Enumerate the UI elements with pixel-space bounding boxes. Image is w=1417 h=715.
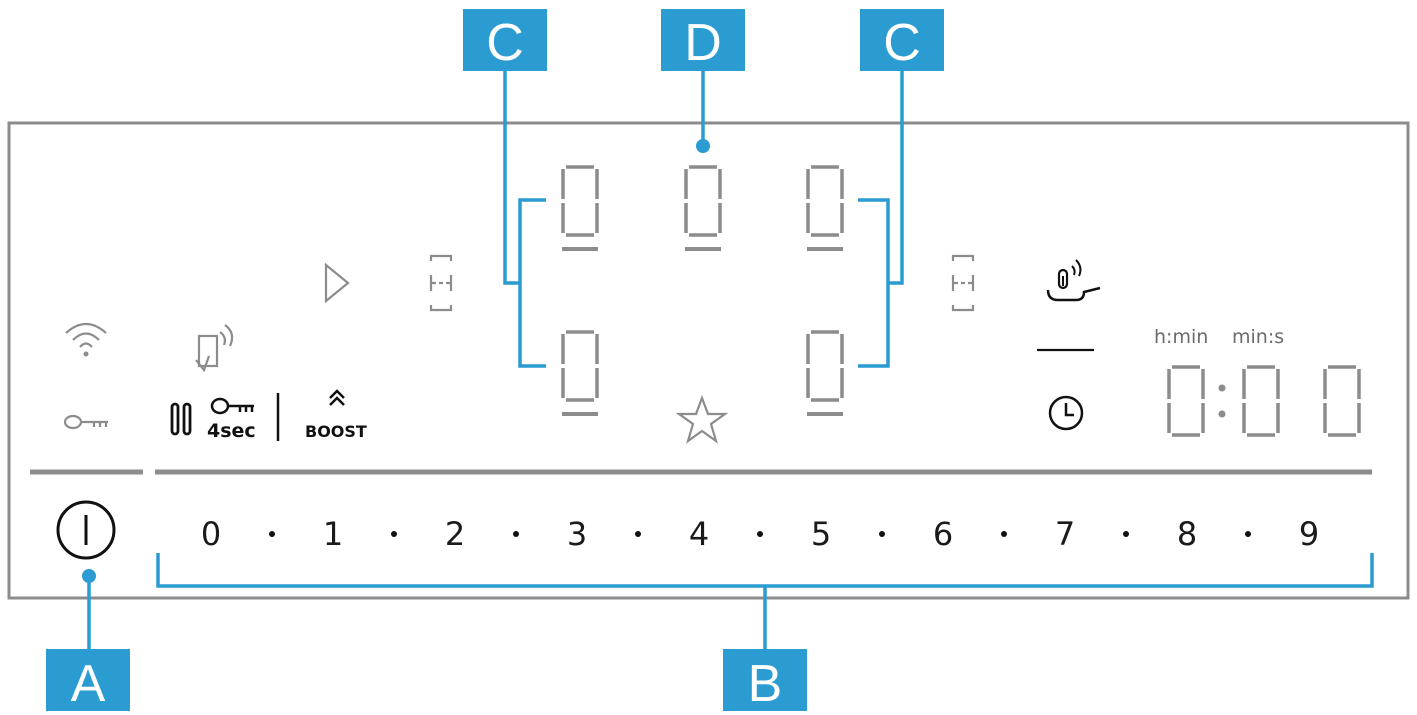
power-level-1[interactable]: 1 bbox=[323, 515, 343, 553]
zone-display-bottom-left[interactable] bbox=[560, 330, 600, 416]
zone-combine-left-icon[interactable] bbox=[429, 254, 453, 312]
play-icon[interactable] bbox=[324, 262, 350, 304]
scale-separator-dot bbox=[1123, 531, 1129, 537]
power-level-3[interactable]: 3 bbox=[567, 515, 587, 553]
callout-box-D: D bbox=[661, 9, 745, 72]
scale-separator-dot bbox=[391, 531, 397, 537]
callout-box-C-right: C bbox=[860, 9, 944, 72]
zone-display-bottom-right[interactable] bbox=[805, 330, 845, 416]
svg-text:B: B bbox=[748, 655, 783, 713]
callout-box-C-left: C bbox=[463, 9, 547, 72]
power-level-9[interactable]: 9 bbox=[1299, 515, 1319, 553]
svg-text:A: A bbox=[71, 655, 106, 713]
scale-separator-dot bbox=[879, 531, 885, 537]
favourite-star-icon[interactable] bbox=[675, 394, 729, 444]
callout-dot-A bbox=[82, 569, 96, 583]
scale-separator-dot bbox=[1001, 531, 1007, 537]
zone-display-top-center[interactable] bbox=[683, 165, 723, 251]
child-lock-icon[interactable] bbox=[210, 397, 254, 415]
timer-digit-3 bbox=[1323, 365, 1361, 437]
power-level-7[interactable]: 7 bbox=[1055, 515, 1075, 553]
timer-digit-2 bbox=[1242, 365, 1280, 437]
boost-label[interactable]: BOOST bbox=[305, 422, 367, 441]
panel-frame bbox=[7, 121, 1410, 600]
timer-label-mins: min:s bbox=[1232, 326, 1284, 348]
svg-text:D: D bbox=[684, 14, 722, 72]
zone-display-top-right[interactable] bbox=[805, 165, 845, 251]
power-level-6[interactable]: 6 bbox=[933, 515, 953, 553]
zone-combine-right-icon[interactable] bbox=[951, 254, 975, 312]
lock-time-label: 4sec bbox=[207, 420, 256, 442]
callout-bracket-B bbox=[156, 553, 1374, 655]
scale-separator-dot bbox=[513, 531, 519, 537]
callout-box-B: B bbox=[723, 649, 807, 713]
timer-digit-1 bbox=[1167, 365, 1205, 437]
svg-text:C: C bbox=[486, 14, 524, 72]
scale-separator-dot bbox=[269, 531, 275, 537]
timer-colon bbox=[1218, 384, 1226, 418]
power-button-icon[interactable] bbox=[56, 500, 116, 560]
svg-text:C: C bbox=[883, 14, 921, 72]
power-level-2[interactable]: 2 bbox=[445, 515, 465, 553]
frying-sensor-icon[interactable] bbox=[1046, 259, 1101, 302]
zone-display-top-left[interactable] bbox=[560, 165, 600, 251]
power-level-8[interactable]: 8 bbox=[1177, 515, 1197, 553]
pause-icon[interactable] bbox=[170, 402, 192, 436]
key-icon bbox=[63, 414, 108, 430]
timer-label-hmin: h:min bbox=[1154, 326, 1208, 348]
remote-start-icon[interactable] bbox=[195, 324, 234, 373]
callout-dot-D bbox=[696, 139, 710, 153]
scale-separator-dot bbox=[757, 531, 763, 537]
scale-separator-dot bbox=[635, 531, 641, 537]
power-level-5[interactable]: 5 bbox=[811, 515, 831, 553]
callout-box-A: A bbox=[46, 649, 130, 713]
callout-bracket-C-right bbox=[858, 70, 904, 368]
callout-bracket-C-left bbox=[503, 70, 546, 368]
power-level-4[interactable]: 4 bbox=[689, 515, 709, 553]
power-level-0[interactable]: 0 bbox=[201, 515, 221, 553]
timer-clock-icon[interactable] bbox=[1048, 395, 1084, 431]
power-level-slider[interactable]: 0 1 2 3 4 5 6 7 8 9 bbox=[201, 515, 1319, 553]
boost-icon[interactable] bbox=[329, 389, 345, 406]
wifi-icon[interactable] bbox=[65, 322, 107, 357]
scale-separator-dot bbox=[1245, 531, 1251, 537]
